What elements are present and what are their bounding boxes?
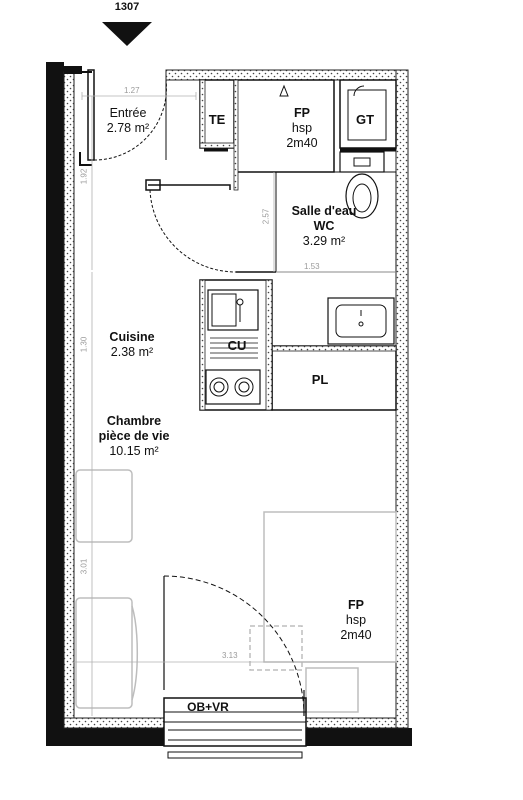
- room-salle-eau-name: Salle d'eau: [291, 204, 357, 218]
- room-salle-eau-area: 3.29 m²: [302, 234, 346, 248]
- bathroom-door-swing: [149, 189, 237, 273]
- room-fp-bottom: FP hsp 2m40: [324, 598, 388, 643]
- wall-bottom-right: [306, 728, 412, 746]
- room-chambre-name: Chambre: [106, 414, 162, 428]
- lot-number: 1307: [114, 1, 140, 13]
- insulation-bottom-right: [305, 717, 397, 729]
- room-wc-name: WC: [313, 219, 335, 233]
- hob-burner-icon: [234, 377, 254, 397]
- dimension-label: 3.13: [222, 651, 238, 660]
- dimension-lines: [72, 92, 396, 716]
- insulation-left: [63, 71, 75, 729]
- gt-shaft: [339, 79, 397, 149]
- toilet-tank: [339, 151, 385, 173]
- room-fp-bottom-height: 2m40: [340, 628, 372, 642]
- insulation-right: [395, 69, 409, 729]
- dimension-label: 1.92: [79, 168, 89, 185]
- room-cu: CU: [227, 338, 247, 353]
- dimension-label: 2.57: [261, 208, 271, 225]
- wall-left: [46, 62, 64, 746]
- room-fp-top-height: 2m40: [286, 136, 318, 150]
- dimension-label: 1.27: [124, 86, 140, 95]
- room-chambre-area: 10.15 m²: [109, 444, 159, 458]
- room-cuisine-area: 2.38 m²: [110, 345, 154, 359]
- drainer-lines: [210, 337, 258, 359]
- sink: [327, 297, 395, 345]
- room-entree: Entrée 2.78 m²: [96, 106, 160, 136]
- arrow-up-icon: [279, 84, 289, 97]
- room-fp-top-name: FP: [294, 106, 310, 120]
- dimension-label: 1.53: [304, 262, 320, 271]
- room-fp-bottom-name: FP: [348, 598, 364, 612]
- room-cuisine-name: Cuisine: [109, 330, 155, 344]
- room-chambre: Chambre pièce de vie 10.15 m²: [86, 414, 182, 459]
- dimension-label: 1.30: [79, 336, 89, 353]
- room-gt: GT: [355, 112, 375, 127]
- main-door-swing: [163, 575, 305, 717]
- window-label: OB+VR: [187, 700, 229, 714]
- room-chambre-subtitle: pièce de vie: [98, 429, 170, 443]
- room-fp-bottom-note: hsp: [345, 613, 367, 627]
- furniture: [75, 469, 397, 713]
- kitchen-sink-icon: [207, 289, 259, 331]
- room-entree-name: Entrée: [109, 106, 147, 120]
- wall-bottom: [46, 728, 164, 746]
- toilet-bowl-icon: [345, 173, 379, 219]
- room-pl: PL: [311, 372, 329, 387]
- dimension-label: 3.01: [79, 558, 89, 575]
- room-te: TE: [208, 112, 226, 127]
- lot-marker-icon: [102, 22, 152, 46]
- room-salle-eau: Salle d'eau WC 3.29 m²: [276, 204, 372, 249]
- room-entree-area: 2.78 m²: [106, 121, 150, 135]
- wall-top-left: [64, 66, 82, 74]
- hob-burner-icon: [209, 377, 229, 397]
- insulation-bottom-left: [63, 717, 165, 729]
- insulation-top: [165, 69, 403, 81]
- room-fp-top-note: hsp: [291, 121, 313, 135]
- room-fp-top: FP hsp 2m40: [270, 106, 334, 151]
- room-cuisine: Cuisine 2.38 m²: [96, 330, 168, 360]
